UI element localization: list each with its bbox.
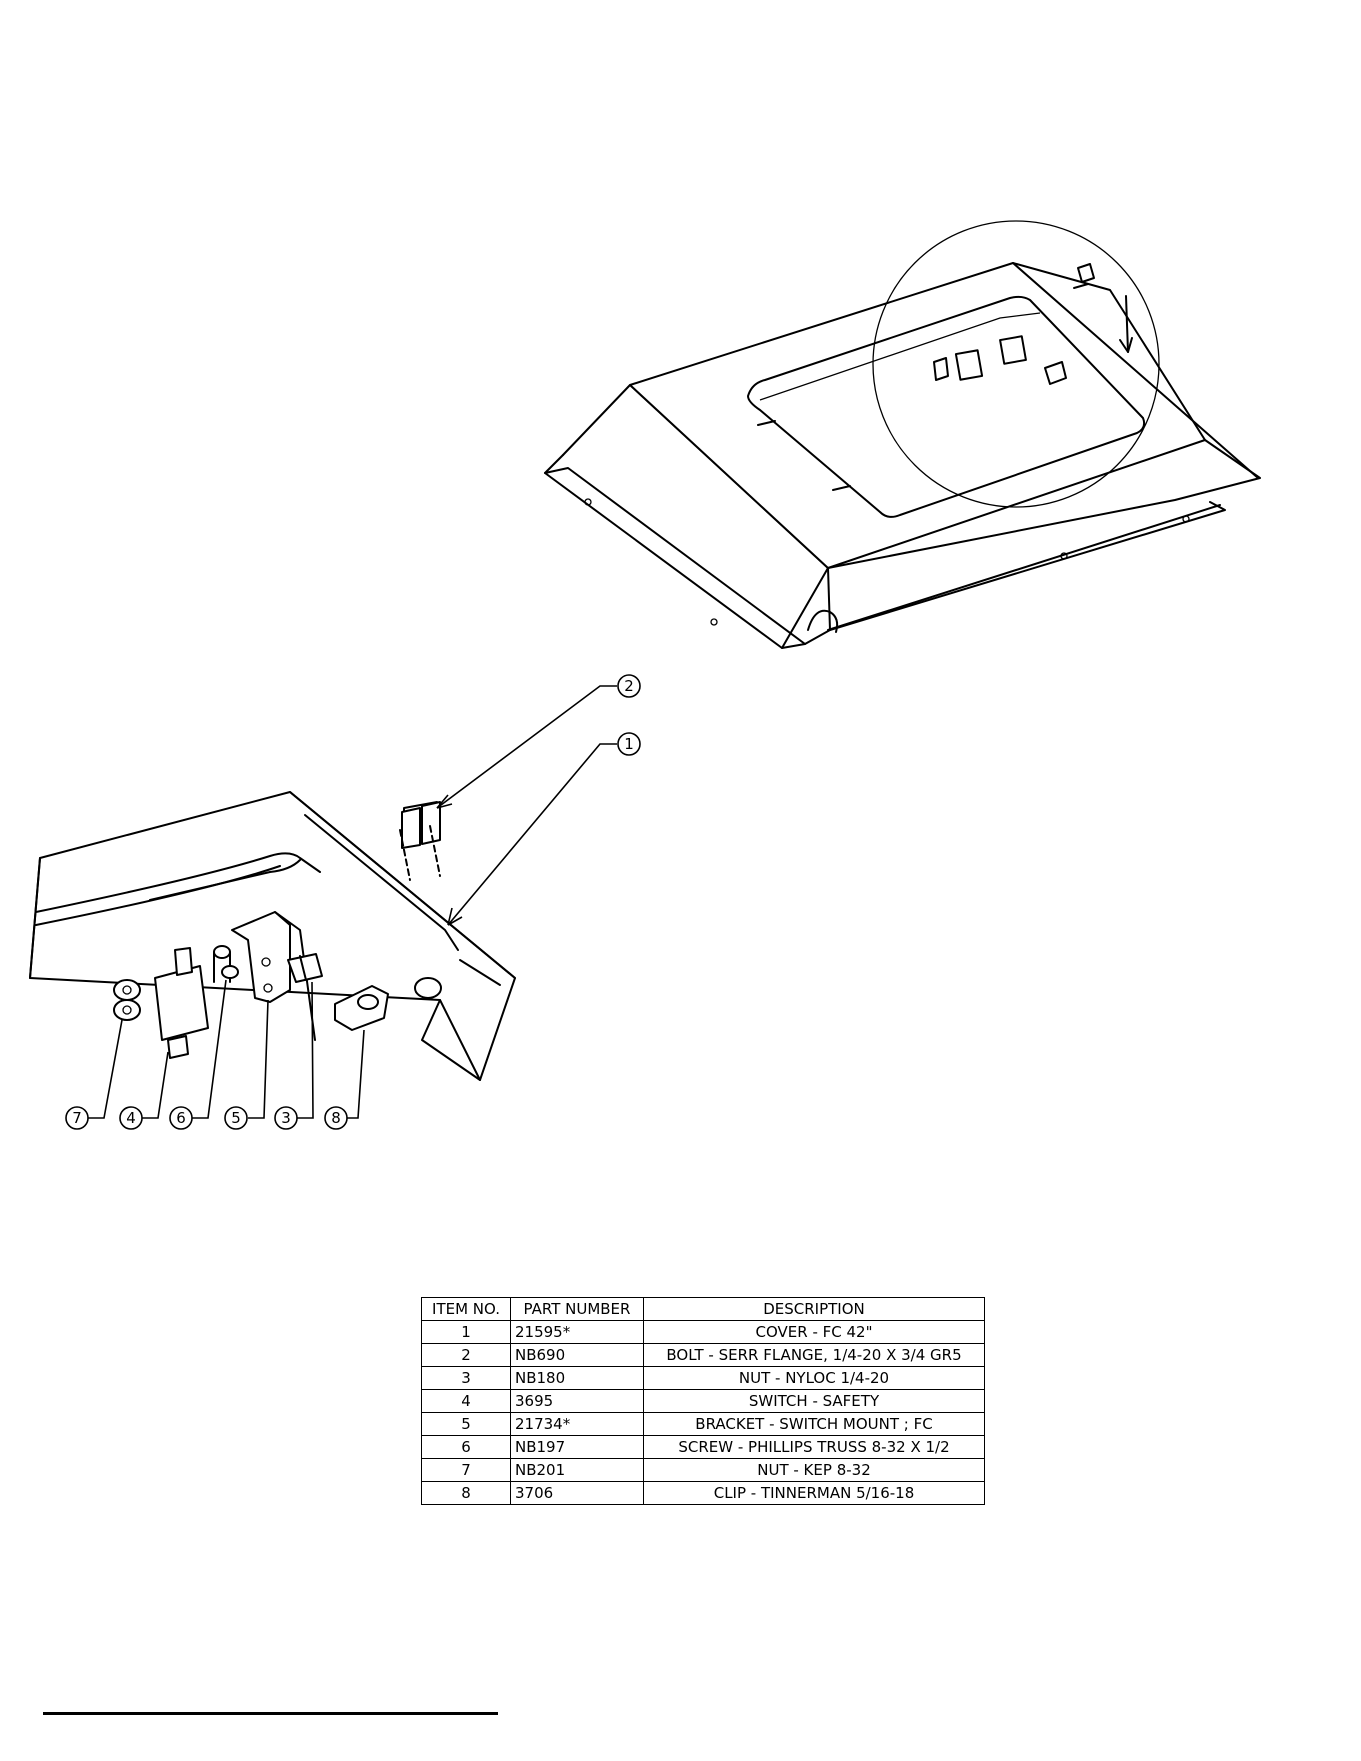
- bom-row: 5 21734* BRACKET - SWITCH MOUNT ; FC: [421, 1412, 985, 1436]
- bom-row: 7 NB201 NUT - KEP 8-32: [421, 1458, 985, 1482]
- bom-item-no: 4: [421, 1389, 511, 1413]
- balloon-item-2: 2: [617, 674, 641, 698]
- callout-balloons: 2 1 7 4 6 5: [65, 674, 641, 1130]
- cover-assembly-overview: [544, 220, 1261, 649]
- bom-part-number: 3706: [510, 1481, 644, 1505]
- svg-text:1: 1: [624, 735, 634, 753]
- bom-row: 4 3695 SWITCH - SAFETY: [421, 1389, 985, 1413]
- svg-text:8: 8: [331, 1109, 341, 1127]
- balloon-item-6: 6: [169, 1106, 193, 1130]
- bom-item-no: 2: [421, 1343, 511, 1367]
- balloon-item-5: 5: [224, 1106, 248, 1130]
- bom-description: CLIP - TINNERMAN 5/16-18: [643, 1481, 985, 1505]
- svg-text:6: 6: [176, 1109, 186, 1127]
- bom-item-no: 8: [421, 1481, 511, 1505]
- footer-rule: [43, 1712, 498, 1715]
- bom-description: NUT - KEP 8-32: [643, 1458, 985, 1482]
- balloon-item-8: 8: [324, 1106, 348, 1130]
- bom-description: SWITCH - SAFETY: [643, 1389, 985, 1413]
- balloon-item-3: 3: [274, 1106, 298, 1130]
- bom-description: NUT - NYLOC 1/4-20: [643, 1366, 985, 1390]
- bom-part-number: 21734*: [510, 1412, 644, 1436]
- balloon-item-7: 7: [65, 1106, 89, 1130]
- bom-row: 6 NB197 SCREW - PHILLIPS TRUSS 8-32 X 1/…: [421, 1435, 985, 1459]
- svg-text:7: 7: [72, 1109, 82, 1127]
- bom-part-number: NB180: [510, 1366, 644, 1390]
- bom-item-no: 6: [421, 1435, 511, 1459]
- bom-item-no: 1: [421, 1320, 511, 1344]
- bom-item-no: 3: [421, 1366, 511, 1390]
- bom-part-number: 21595*: [510, 1320, 644, 1344]
- svg-text:5: 5: [231, 1109, 241, 1127]
- bom-description: BOLT - SERR FLANGE, 1/4-20 X 3/4 GR5: [643, 1343, 985, 1367]
- bom-row: 3 NB180 NUT - NYLOC 1/4-20: [421, 1366, 985, 1390]
- bom-row: 2 NB690 BOLT - SERR FLANGE, 1/4-20 X 3/4…: [421, 1343, 985, 1367]
- bom-description: BRACKET - SWITCH MOUNT ; FC: [643, 1412, 985, 1436]
- bom-header-description: DESCRIPTION: [643, 1297, 985, 1321]
- balloon-item-1: 1: [617, 732, 641, 756]
- bom-row: 1 21595* COVER - FC 42": [421, 1320, 985, 1344]
- bom-header-row: ITEM NO. PART NUMBER DESCRIPTION: [421, 1297, 985, 1321]
- bom-header-item-no: ITEM NO.: [421, 1297, 511, 1321]
- bom-part-number: NB201: [510, 1458, 644, 1482]
- bom-description: COVER - FC 42": [643, 1320, 985, 1344]
- bom-item-no: 7: [421, 1458, 511, 1482]
- svg-text:2: 2: [624, 677, 634, 695]
- svg-text:4: 4: [126, 1109, 136, 1127]
- switch-mount-detail-view: [29, 791, 516, 1081]
- balloon-item-4: 4: [119, 1106, 143, 1130]
- bill-of-materials-table: ITEM NO. PART NUMBER DESCRIPTION 1 21595…: [421, 1297, 985, 1505]
- bom-row: 8 3706 CLIP - TINNERMAN 5/16-18: [421, 1481, 985, 1505]
- svg-text:3: 3: [281, 1109, 291, 1127]
- bom-part-number: 3695: [510, 1389, 644, 1413]
- bom-item-no: 5: [421, 1412, 511, 1436]
- bom-description: SCREW - PHILLIPS TRUSS 8-32 X 1/2: [643, 1435, 985, 1459]
- bom-header-part-number: PART NUMBER: [510, 1297, 644, 1321]
- bom-part-number: NB197: [510, 1435, 644, 1459]
- bom-part-number: NB690: [510, 1343, 644, 1367]
